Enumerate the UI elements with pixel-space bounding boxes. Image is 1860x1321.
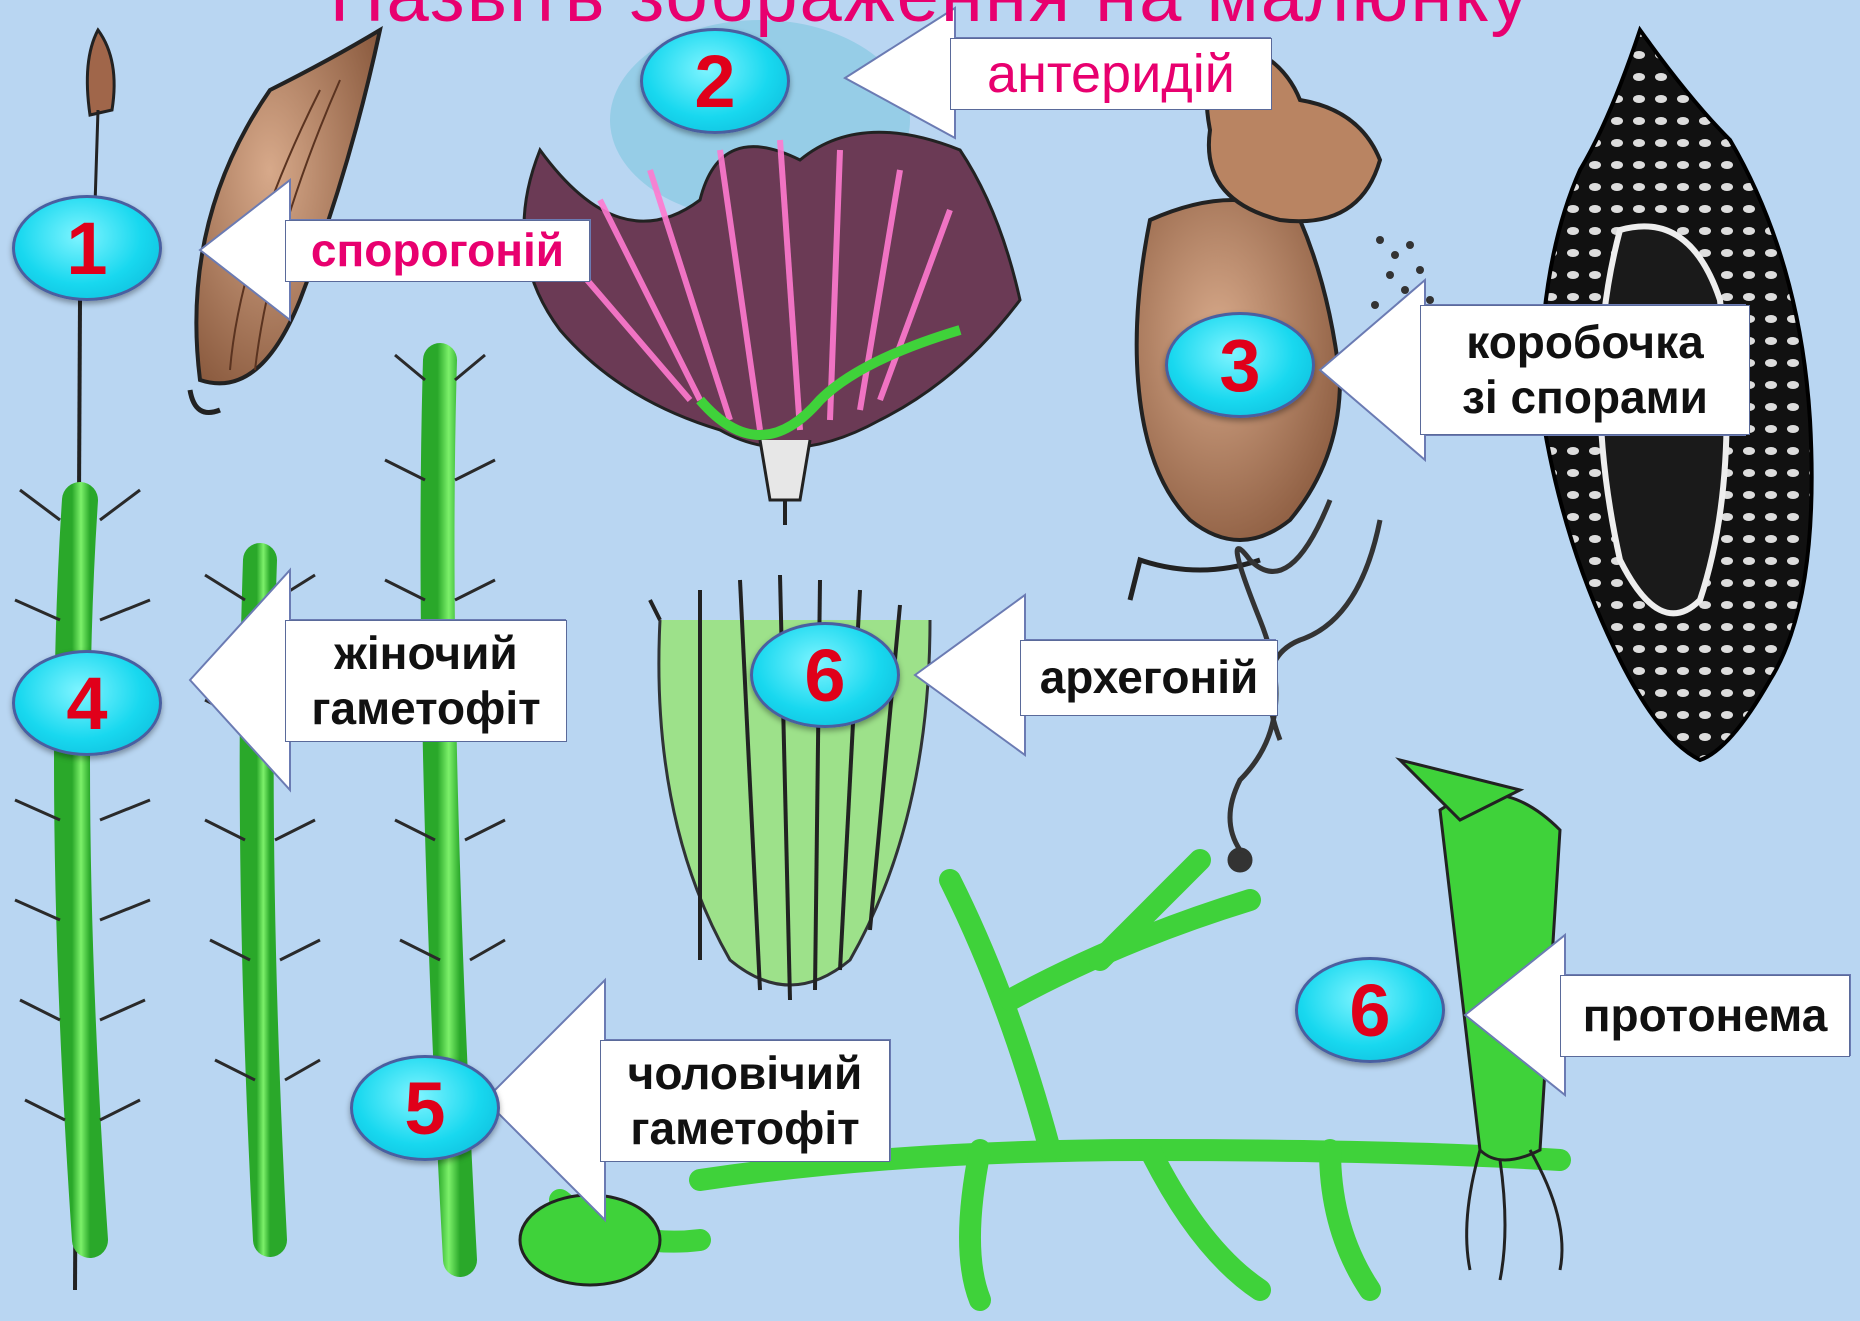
label-archegonium: архегоній bbox=[1020, 640, 1278, 716]
badge-6-protonema: 6 bbox=[1295, 957, 1445, 1063]
label-sporophyte: спорогоній bbox=[285, 220, 590, 282]
badge-3: 3 bbox=[1165, 312, 1315, 418]
label-protonema: протонема bbox=[1560, 975, 1850, 1057]
label-female-gametophyte: жіночий гаметофіт bbox=[285, 620, 567, 742]
badge-2: 2 bbox=[640, 28, 790, 134]
label-antheridium: антеридій bbox=[950, 38, 1272, 110]
page-title: Назвіть зображення на малюнку bbox=[0, 0, 1860, 39]
label-capsule: коробочка зі спорами bbox=[1420, 305, 1750, 435]
badge-6-archegonium: 6 bbox=[750, 622, 900, 728]
badge-1: 1 bbox=[12, 195, 162, 301]
badge-4: 4 bbox=[12, 650, 162, 756]
badge-5: 5 bbox=[350, 1055, 500, 1161]
label-male-gametophyte: чоловічий гаметофіт bbox=[600, 1040, 890, 1162]
